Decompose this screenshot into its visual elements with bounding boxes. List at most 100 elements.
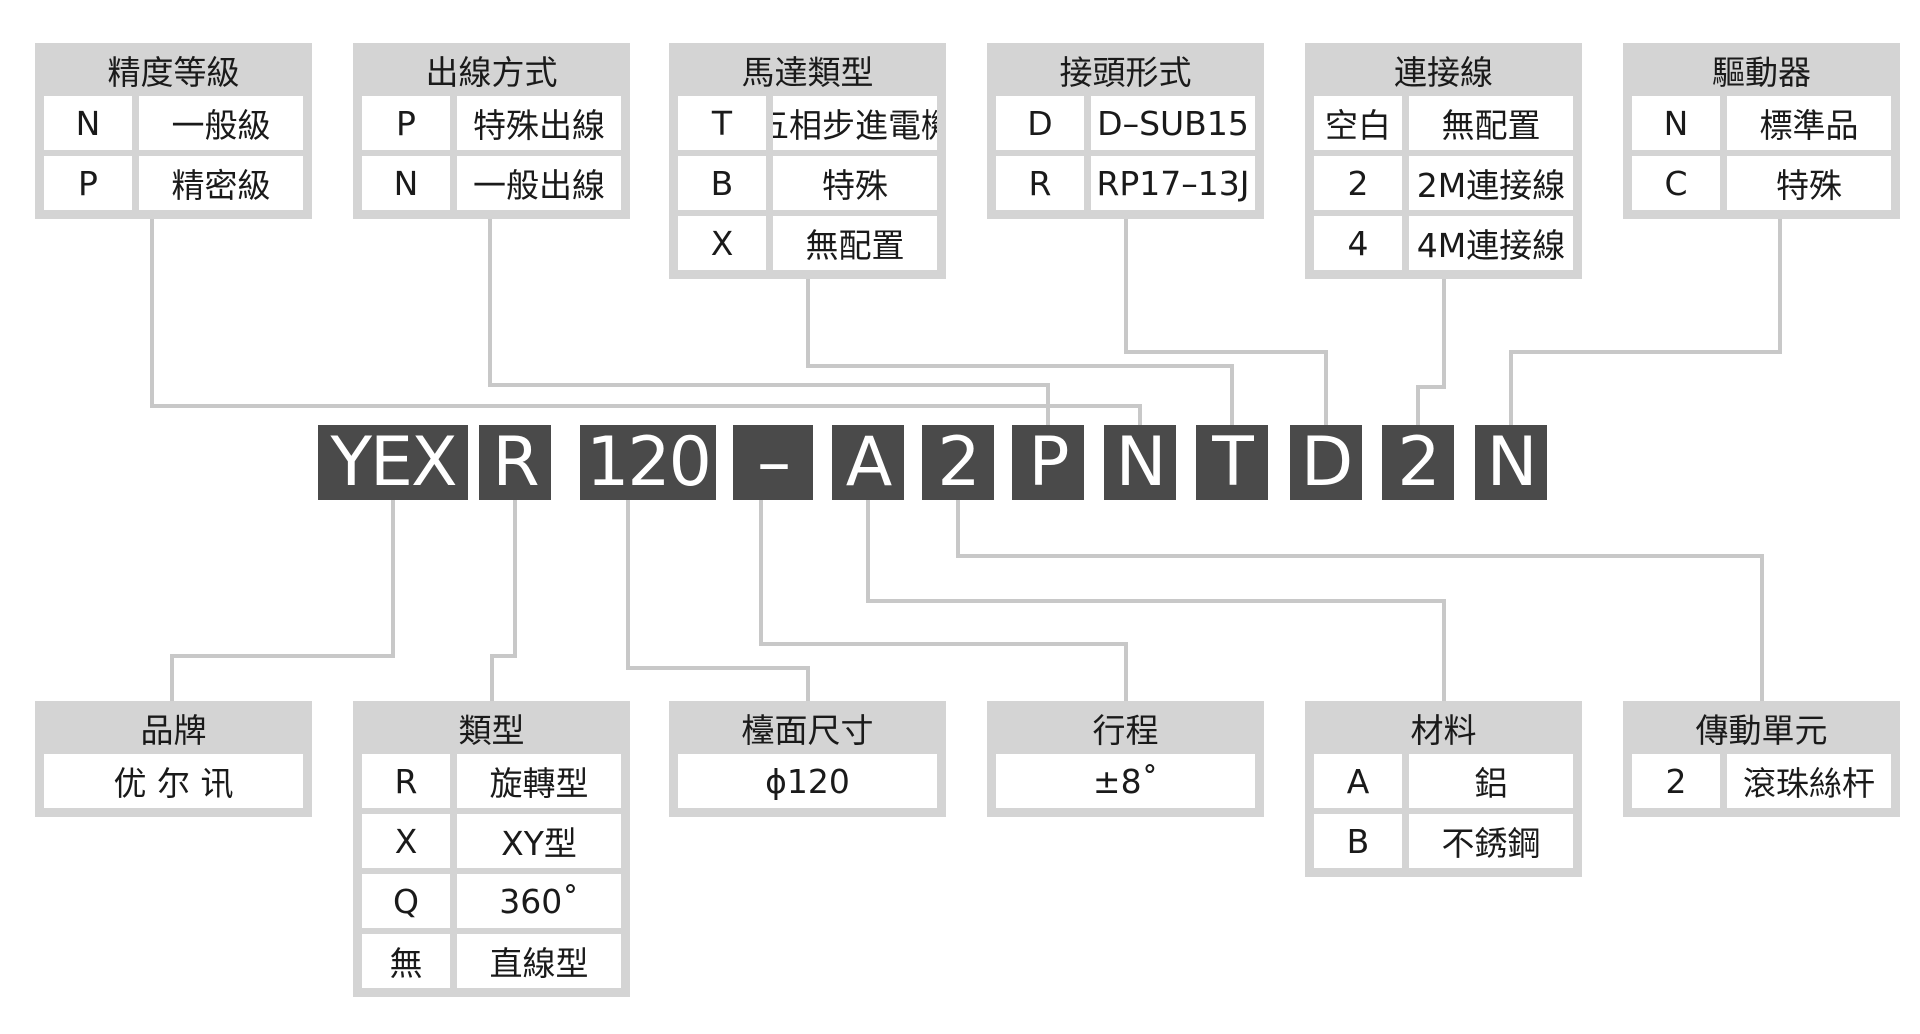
brand-option-table: 品牌优 尔 讯 xyxy=(35,701,312,817)
table-row: ±8˚ xyxy=(996,754,1255,808)
connector-line-size xyxy=(626,500,810,701)
option-code: 2 xyxy=(1632,754,1720,808)
code-segment-cable: 2 xyxy=(1382,423,1454,502)
option-code: 4 xyxy=(1314,216,1402,270)
option-description: 五相步進電機 xyxy=(773,96,937,150)
option-code: R xyxy=(362,754,450,808)
code-segment-dash: – xyxy=(733,423,813,502)
option-code: P xyxy=(44,156,132,210)
option-code: R xyxy=(996,156,1084,210)
option-description: 標準品 xyxy=(1727,96,1891,150)
code-segment-material: A xyxy=(832,423,904,502)
option-code: C xyxy=(1632,156,1720,210)
motor-table-title: 馬達類型 xyxy=(741,52,874,92)
table-row: T五相步進電機 xyxy=(678,96,937,150)
code-segment-brand: YEX xyxy=(318,423,468,502)
option-description: 一般出線 xyxy=(457,156,621,210)
size-table-title: 檯面尺寸 xyxy=(741,710,874,750)
option-description: 2M連接線 xyxy=(1409,156,1573,210)
connector-line-material xyxy=(866,500,1446,701)
connector-table-title: 接頭形式 xyxy=(1059,52,1192,92)
option-description: 360˚ xyxy=(457,874,621,928)
option-code: N xyxy=(44,96,132,150)
option-description: RP17–13J xyxy=(1091,156,1255,210)
option-code: N xyxy=(1632,96,1720,150)
code-segment-motor: T xyxy=(1196,423,1268,502)
code-segment-precision: N xyxy=(1104,423,1176,502)
connector-line-stroke xyxy=(759,500,1128,701)
option-description: 無配置 xyxy=(773,216,937,270)
stroke-table-title: 行程 xyxy=(1092,710,1159,750)
connector-line-wire xyxy=(488,214,1050,425)
material-table-title: 材料 xyxy=(1410,710,1477,750)
option-description: 精密級 xyxy=(139,156,303,210)
code-segment-wire: P xyxy=(1012,423,1084,502)
option-code: N xyxy=(362,156,450,210)
cable-table-title: 連接線 xyxy=(1394,52,1493,92)
option-description: 直線型 xyxy=(457,934,621,988)
option-code: T xyxy=(678,96,766,150)
table-row: 無直線型 xyxy=(362,934,621,988)
option-description: 特殊 xyxy=(773,156,937,210)
option-description: 滾珠絲杆 xyxy=(1727,754,1891,808)
option-value: 优 尔 讯 xyxy=(44,754,303,808)
option-description: XY型 xyxy=(457,814,621,868)
driver-table-title: 驅動器 xyxy=(1712,52,1811,92)
connector-line-connector xyxy=(1124,214,1328,425)
option-description: D–SUB15 xyxy=(1091,96,1255,150)
option-code: 無 xyxy=(362,934,450,988)
option-description: 不銹鋼 xyxy=(1409,814,1573,868)
brand-table-title: 品牌 xyxy=(140,710,207,750)
connector-line-cable xyxy=(1416,274,1446,425)
option-code: Q xyxy=(362,874,450,928)
drive-table-title: 傳動單元 xyxy=(1695,710,1828,750)
code-segment-connector: D xyxy=(1290,423,1362,502)
option-description: 4M連接線 xyxy=(1409,216,1573,270)
option-code: B xyxy=(1314,814,1402,868)
option-code: D xyxy=(996,96,1084,150)
table-row: 空白無配置 xyxy=(1314,96,1573,150)
motor-option-table: 馬達類型T五相步進電機B特殊X無配置 xyxy=(669,43,946,279)
connector-line-driver xyxy=(1509,214,1782,425)
code-segment-driver: N xyxy=(1475,423,1547,502)
connector-line-motor xyxy=(806,274,1234,425)
option-code: 空白 xyxy=(1314,96,1402,150)
option-value: ϕ120 xyxy=(678,754,937,808)
connector-line-brand xyxy=(170,500,395,701)
option-description: 旋轉型 xyxy=(457,754,621,808)
code-segment-type: R xyxy=(479,423,551,502)
type-table-title: 類型 xyxy=(458,710,525,750)
stroke-option-table: 行程±8˚ xyxy=(987,701,1264,817)
option-value: ±8˚ xyxy=(996,754,1255,808)
connector-line-precision xyxy=(150,214,1142,425)
option-code: B xyxy=(678,156,766,210)
table-row: ϕ120 xyxy=(678,754,937,808)
table-row: 优 尔 讯 xyxy=(44,754,303,808)
